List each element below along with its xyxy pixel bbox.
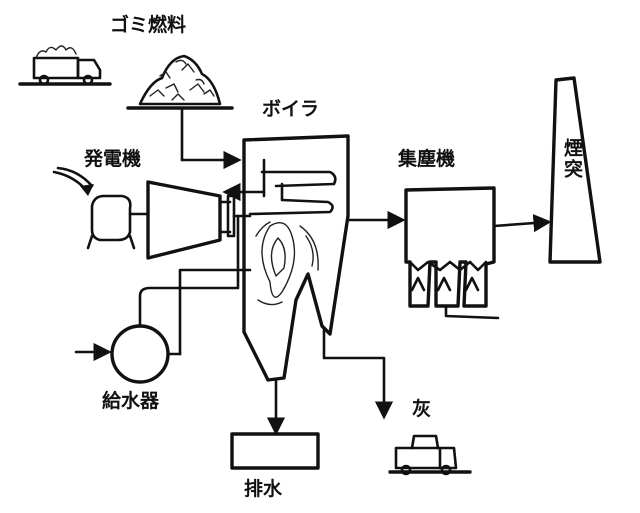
turbine-icon: [146, 180, 236, 260]
generator-label: 発電機: [84, 148, 142, 170]
exhaust-line: [492, 214, 552, 233]
boiler-label: ボイラ: [262, 98, 320, 120]
feedwater-pump-label: 給水器: [102, 390, 160, 412]
ash-truck-icon: [388, 434, 472, 476]
chimney-label: 煙突: [561, 138, 583, 180]
feedwater-pump-icon: [74, 214, 240, 384]
drain-label: 排水: [244, 478, 283, 500]
dust-collector-icon: [404, 186, 496, 308]
garbage-fuel-label: ゴミ燃料: [110, 14, 187, 36]
garbage-pile-icon: [126, 54, 234, 110]
drain-tank-icon: [230, 432, 320, 470]
garbage-truck-icon: [18, 45, 112, 86]
chimney-icon: [548, 76, 602, 264]
ash-label: 灰: [412, 398, 432, 420]
generator-icon: [52, 166, 150, 250]
boiler-vessel: [242, 134, 350, 382]
fuel-feed-line: [180, 108, 242, 170]
ash-line: [322, 304, 500, 420]
dust-collector-label: 集塵機: [398, 148, 456, 170]
steam-lines: [178, 182, 266, 356]
